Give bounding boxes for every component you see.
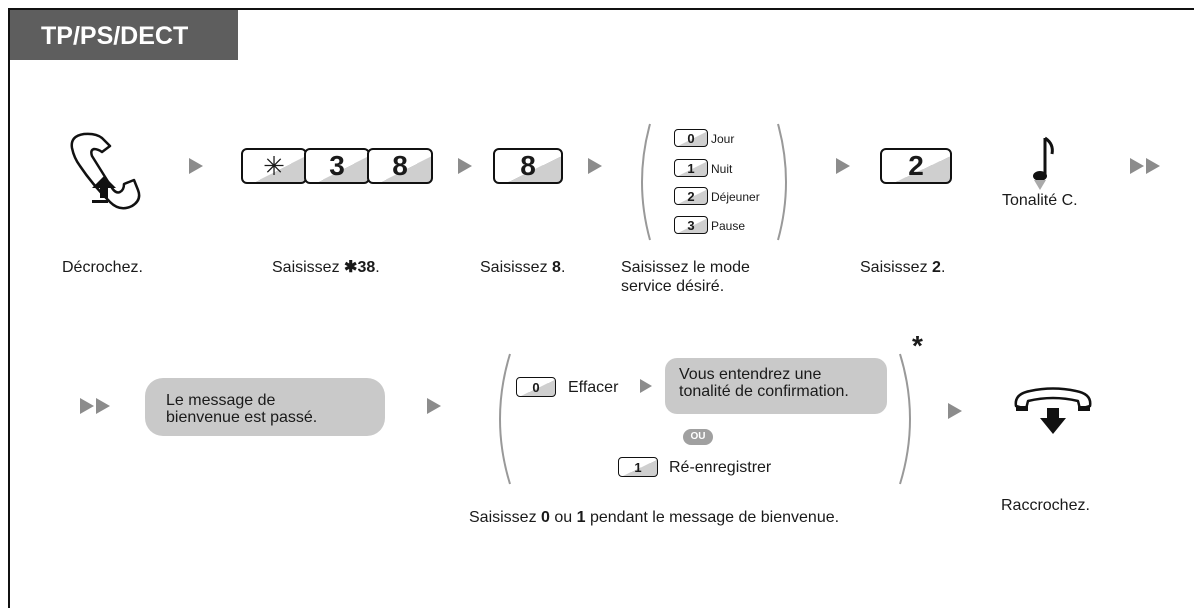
double-arrow-b-icon <box>1146 158 1160 174</box>
key-8: 8 <box>367 148 433 184</box>
handset-lift-icon <box>70 132 141 210</box>
mode-key-1: 1 <box>674 159 708 177</box>
arrow-5-icon <box>427 398 441 414</box>
option-key-1: 1 <box>618 457 658 477</box>
key8-caption: Saisissez 8. <box>480 259 566 276</box>
option-rerecord-label: Ré-enregistrer <box>669 459 772 476</box>
mode-label-dejeuner: Déjeuner <box>711 190 760 204</box>
option-erase-label: Effacer <box>568 379 619 396</box>
music-note-icon <box>1033 136 1054 190</box>
star-key-icon: ✳ <box>241 148 307 184</box>
feature-caption: Saisissez ✱38. <box>272 259 380 276</box>
onhook-caption: Raccrochez. <box>1001 497 1090 514</box>
arrow-6-icon <box>948 403 962 419</box>
section-tab: TP/PS/DECT <box>10 10 238 60</box>
mode-label-jour: Jour <box>711 132 735 146</box>
double-arrow-c-icon <box>80 398 94 414</box>
double-arrow-d-icon <box>96 398 110 414</box>
offhook-caption: Décrochez. <box>62 259 143 276</box>
double-arrow-a-icon <box>1130 158 1144 174</box>
key2-caption: Saisissez 2. <box>860 259 946 276</box>
arrow-4-icon <box>836 158 850 174</box>
tone-caption: Tonalité C. <box>1002 192 1078 209</box>
mode-key-0: 0 <box>674 129 708 147</box>
footnote-asterisk: * <box>912 330 923 361</box>
key-8-second: 8 <box>493 148 563 184</box>
procedure-frame <box>8 8 1194 608</box>
mode-key-3: 3 <box>674 216 708 234</box>
arrow-2-icon <box>458 158 472 174</box>
mode-label-nuit: Nuit <box>711 162 733 176</box>
option-key-0: 0 <box>516 377 556 397</box>
options-caption: Saisissez 0 ou 1 pendant le message de b… <box>469 509 840 526</box>
arrow-1-icon <box>189 158 203 174</box>
handset-hangup-icon <box>1014 387 1092 434</box>
key-2: 2 <box>880 148 952 184</box>
arrow-3-icon <box>588 158 602 174</box>
key-3: 3 <box>304 148 370 184</box>
or-badge: OU <box>683 429 713 445</box>
mode-key-2: 2 <box>674 187 708 205</box>
arrow-erase-icon <box>640 379 652 393</box>
mode-brackets <box>641 123 787 241</box>
mode-label-pause: Pause <box>711 219 746 233</box>
options-brackets <box>499 353 911 485</box>
